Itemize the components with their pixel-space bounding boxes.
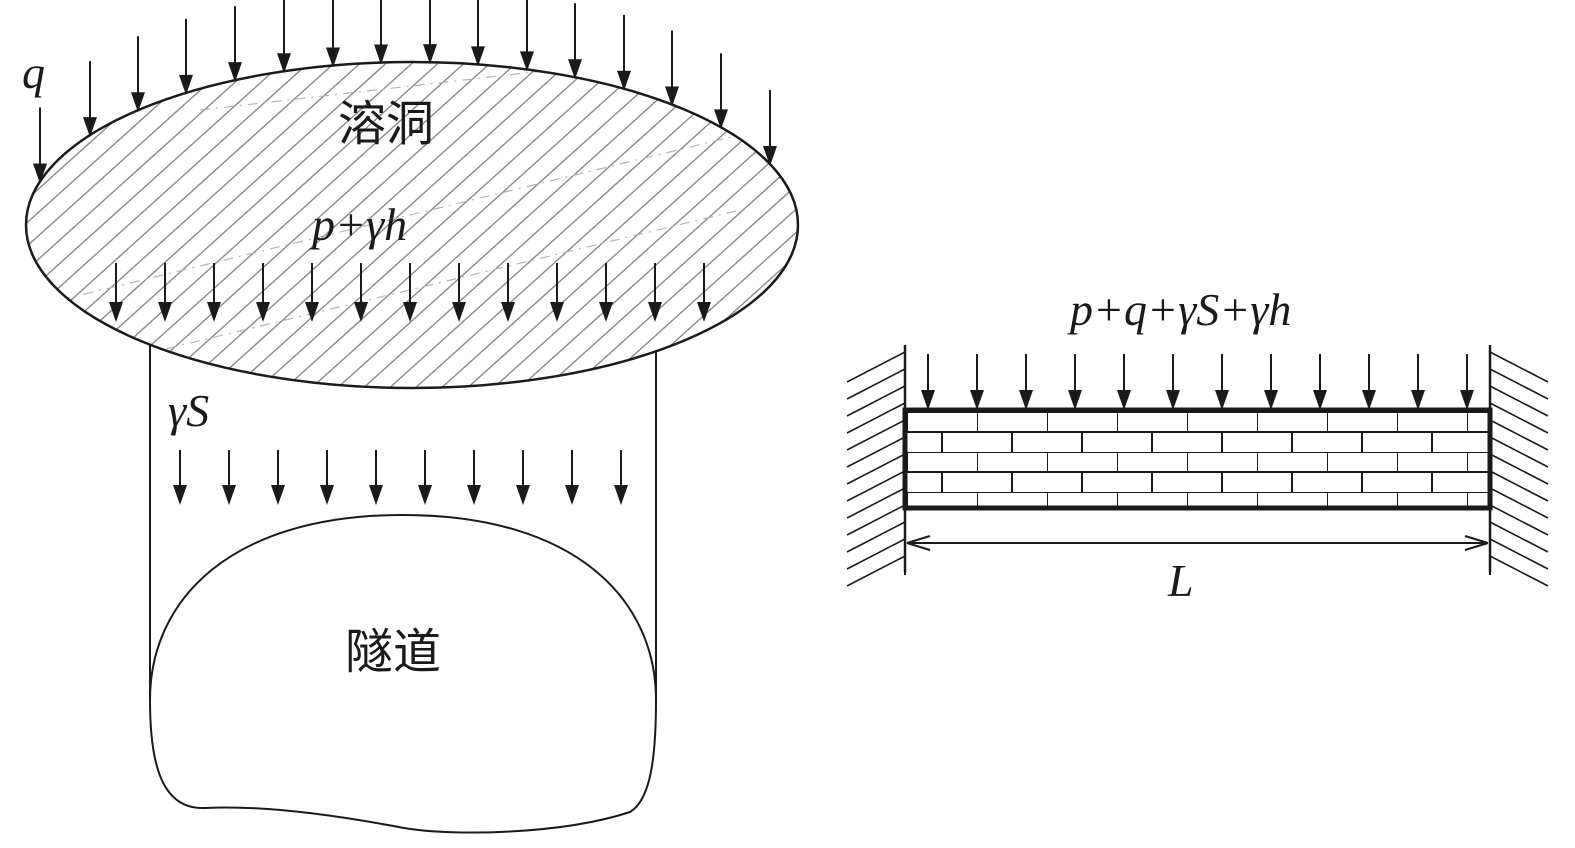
cave-pressure-arrow [305,263,319,322]
surface-load-arrows [33,0,777,184]
cave-pressure-arrow [599,263,613,322]
beam-load-arrow [1411,354,1425,410]
rock-load-arrow [516,450,530,505]
rock-load-arrow [614,450,628,505]
rock-load-arrow [173,450,187,505]
cave-pressure-arrows [109,263,711,322]
rock-load-arrow [320,450,334,505]
right-fixed-support [1488,345,1549,587]
surface-load-arrow [568,3,582,80]
beam-load-arrows [921,354,1474,410]
surface-load-arrow [326,0,340,68]
surface-load-arrow [277,0,291,74]
beam-load-arrow [1166,354,1180,410]
cave-pressure-arrow [207,263,221,322]
beam-load-arrow [1460,354,1474,410]
cave-pressure-arrow [697,263,711,322]
cave-pressure-arrow [452,263,466,322]
rock-load-arrow [467,450,481,505]
surface-load-arrow [471,0,485,67]
surface-load-arrow [33,107,47,184]
masonry-beam [902,407,1493,511]
cave-pressure-arrow [648,263,662,322]
surface-load-arrow [179,18,193,95]
rock-load-arrow [418,450,432,505]
cave-pressure-arrow [256,263,270,322]
rock-load-arrow [565,450,579,505]
cave-pressure-arrow [403,263,417,322]
beam-load-arrow [1019,354,1033,410]
total-load-label: p+q+γS+γh [1067,284,1291,335]
rock-load-label: γS [168,385,209,436]
surface-load-arrow [665,30,679,107]
cave-pressure-arrow [109,263,123,322]
beam-load-arrow [1215,354,1229,410]
surface-load-label: q [22,47,45,98]
cave-pressure-arrow [550,263,564,322]
left-fixed-support [846,345,907,587]
surface-load-arrow [131,36,145,113]
cave-label: 溶洞 [338,98,434,151]
cave-ellipse-outline [24,60,800,390]
fixed-beam-diagram: p+q+γS+γh L [846,284,1549,606]
beam-load-arrow [921,354,935,410]
span-arrowhead-right [1464,535,1489,551]
surface-load-arrow [714,53,728,130]
surface-load-arrow [520,0,534,72]
span-arrowhead-left [906,535,931,551]
surface-load-arrow [763,90,777,167]
cave-pressure-arrow [354,263,368,322]
tunnel-outline [148,513,658,834]
beam-load-arrow [1068,354,1082,410]
beam-load-arrow [970,354,984,410]
surface-load-arrow [228,6,242,83]
cave-pressure-arrow [501,263,515,322]
tunnel-label: 隧道 [345,626,441,679]
surface-load-arrow [83,61,97,138]
surface-load-arrow [423,0,437,65]
beam-load-arrow [1313,354,1327,410]
surface-load-arrow [617,14,631,91]
rock-load-arrow [222,450,236,505]
span-label: L [1167,555,1194,606]
rock-load-arrows [173,450,628,505]
cave-pressure-label: p+γh [309,199,407,250]
beam-load-arrow [1264,354,1278,410]
rock-load-arrow [369,450,383,505]
rock-load-arrow [271,450,285,505]
beam-load-arrow [1362,354,1376,410]
beam-load-arrow [1117,354,1131,410]
surface-load-arrow [374,0,388,65]
cave-pressure-arrow [158,263,172,322]
